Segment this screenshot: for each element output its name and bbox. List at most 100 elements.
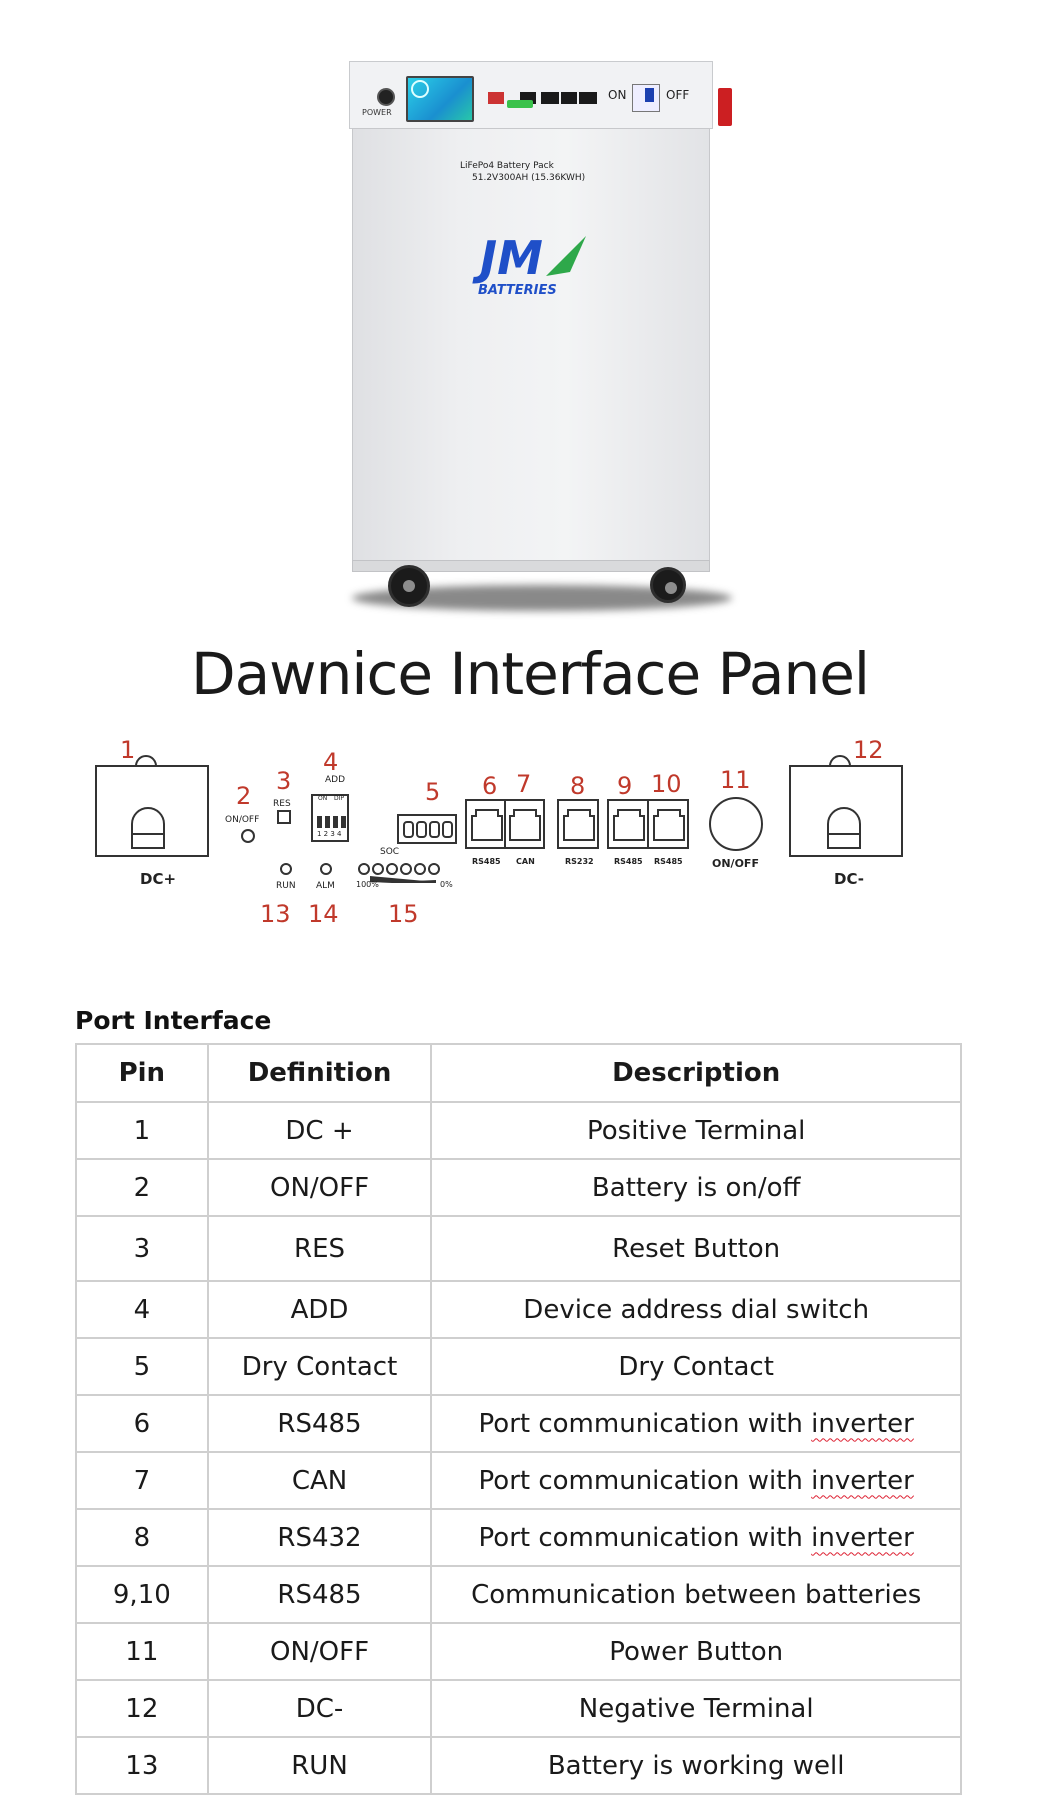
soc-led-icon [414,863,426,875]
cell-description: Power Button [430,1622,962,1681]
dc-plus-terminal [95,765,209,857]
run-label: RUN [276,881,296,891]
breaker-icon [488,92,504,104]
cell-pin: 8 [75,1508,209,1567]
panel-title: Dawnice Interface Panel [190,640,870,708]
dc-plus-hook [135,755,157,767]
logo-mark: JM [472,232,543,285]
callout-12: 12 [853,736,884,764]
on-off-button-icon [709,797,763,851]
res-button-icon [277,810,291,824]
cell-definition: RES [206,1215,433,1282]
cell-description: Port communication with inverter [430,1451,962,1510]
cell-pin: 3 [75,1215,209,1282]
add-label: ADD [325,775,345,785]
cell-description: Battery is working well [430,1736,962,1795]
cell-description: Port communication with inverter [430,1394,962,1453]
callout-11: 11 [720,766,751,794]
cell-definition: DC + [206,1101,433,1160]
cell-description-text: Port communication with inverter [478,1522,914,1553]
table-row: 13 RUN Battery is working well [75,1736,962,1795]
cell-pin: 6 [75,1394,209,1453]
header-definition: Definition [206,1043,433,1103]
cell-pin: 12 [75,1679,209,1738]
cell-pin: 7 [75,1451,209,1510]
off-label: OFF [666,88,690,102]
dip-on-label: ON [318,795,327,802]
product-label-line1: LiFePo4 Battery Pack [460,161,554,171]
callout-7: 7 [516,770,531,798]
cell-pin: 9,10 [75,1565,209,1624]
cell-pin: 2 [75,1158,209,1217]
dry-contact-terminal [507,100,533,108]
cell-description: Communication between batteries [430,1565,962,1624]
power-button-icon [377,88,395,106]
left-wheel [388,565,430,607]
spellcheck-word: inverter [811,1408,914,1439]
port-icon [561,92,577,104]
table-row: 9,10 RS485 Communication between batteri… [75,1565,962,1624]
callout-2: 2 [236,782,251,810]
table-header-row: Pin Definition Description [75,1043,962,1103]
cell-definition: RS432 [206,1508,433,1567]
soc-led-icon [400,863,412,875]
soc-led-icon [428,863,440,875]
cell-definition: CAN [206,1451,433,1510]
cell-definition: Dry Contact [206,1337,433,1396]
callout-6: 6 [482,772,497,800]
switch-knob [645,88,654,102]
small-on-off-icon [241,829,255,843]
dc-minus-bolt [827,807,861,849]
rs485-label: RS485 [654,857,683,866]
table-row: 3 RES Reset Button [75,1215,962,1282]
logo-bolt-icon [546,236,586,276]
port-interface-title: Port Interface [75,1006,272,1035]
cell-definition: ADD [206,1280,433,1339]
cell-description: Dry Contact [430,1337,962,1396]
brand-logo: JM BATTERIES [472,232,586,298]
table-row: 8 RS432 Port communication with inverter [75,1508,962,1567]
cell-pin: 4 [75,1280,209,1339]
cell-description: Positive Terminal [430,1101,962,1160]
table-row: 1 DC + Positive Terminal [75,1101,962,1160]
port-icon [541,92,559,104]
callout-4: 4 [323,748,338,776]
header-description: Description [430,1043,962,1103]
power-label: POWER [362,108,392,117]
port-interface-table: Pin Definition Description 1 DC + Positi… [75,1043,962,1795]
table-row: 6 RS485 Port communication with inverter [75,1394,962,1453]
cabinet-body [352,128,710,566]
cell-definition: ON/OFF [206,1622,433,1681]
spellcheck-word: inverter [811,1465,914,1496]
cell-description: Port communication with inverter [430,1508,962,1567]
rs232-port-icon [563,809,595,841]
rs485-label: RS485 [472,857,501,866]
callout-1: 1 [120,736,135,764]
dip-dip-label: DIP [334,795,344,802]
callout-3: 3 [276,767,291,795]
soc-0-label: 0% [440,880,453,889]
soc-label: SOC [380,847,399,857]
dc-minus-hook [829,755,851,767]
table-row: 12 DC- Negative Terminal [75,1679,962,1738]
cell-definition: ON/OFF [206,1158,433,1217]
dc-minus-label: DC- [834,870,864,888]
soc-100-label: 100% [356,880,379,889]
callout-15: 15 [388,900,419,928]
rs485-label: RS485 [614,857,643,866]
callout-13: 13 [260,900,291,928]
red-handle [718,88,732,126]
cabinet-base [352,560,710,572]
cell-description: Device address dial switch [430,1280,962,1339]
callout-10: 10 [651,770,682,798]
spellcheck-word: inverter [811,1522,914,1553]
header-pin: Pin [75,1043,209,1103]
cell-description-text: Port communication with inverter [478,1408,914,1439]
small-on-off-label: ON/OFF [225,815,259,825]
cell-pin: 11 [75,1622,209,1681]
table-row: 7 CAN Port communication with inverter [75,1451,962,1510]
table-row: 11 ON/OFF Power Button [75,1622,962,1681]
lcd-gauge-icon [411,80,429,98]
right-wheel [650,567,686,603]
rs485-port-icon [653,809,685,841]
